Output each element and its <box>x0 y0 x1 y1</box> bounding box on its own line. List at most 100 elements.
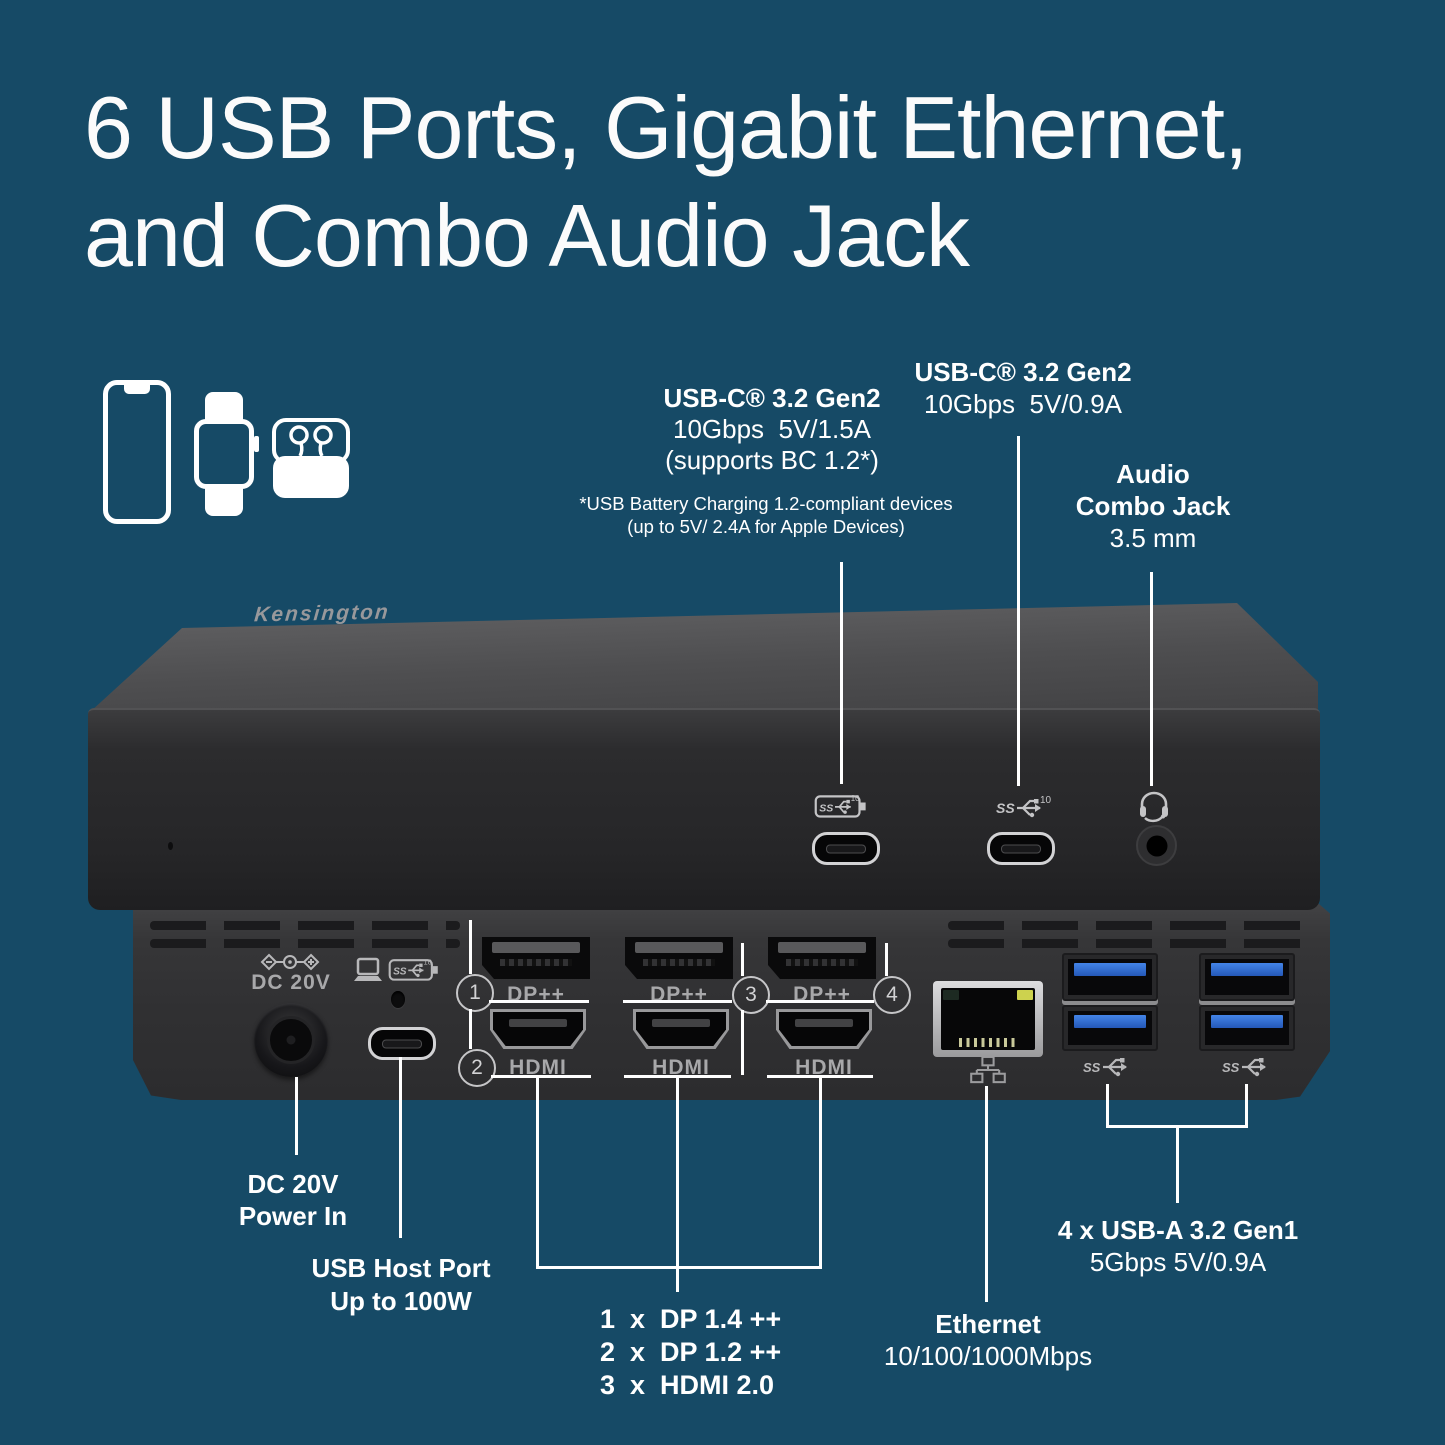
footnote-line2: (up to 5V/ 2.4A for Apple Devices) <box>627 516 905 537</box>
callout-usbc-data: USB-C® 3.2 Gen2 10Gbps 5V/0.9A <box>873 356 1173 420</box>
usb-c-host-port <box>368 1027 436 1060</box>
vent-grille <box>948 939 1310 948</box>
laptop-icon <box>352 957 384 986</box>
usb-c-port-2 <box>987 832 1055 865</box>
usbc-front-heading: USB-C® 3.2 Gen2 <box>663 383 881 413</box>
ethernet-led-right <box>1017 990 1033 1000</box>
ethernet-led-left <box>943 990 959 1000</box>
bracket-usba-left <box>1106 1084 1109 1128</box>
brand-logo: Kensington <box>253 600 391 627</box>
bracket-video-join <box>536 1266 822 1269</box>
ethernet-port <box>933 981 1043 1057</box>
hdmi-label-3: HDMI <box>795 1056 853 1079</box>
bracket-hdmi2 <box>741 1010 744 1075</box>
bracket-dp2 <box>741 943 744 976</box>
callout-video: 1 x DP 1.4 ++ 2 x DP 1.2 ++ 3 x HDMI 2.0 <box>600 1303 820 1402</box>
svg-text:10: 10 <box>851 794 860 803</box>
callout-line-host <box>399 1057 402 1238</box>
host-heading: USB Host Port <box>311 1253 491 1283</box>
vent-grille <box>150 939 460 948</box>
callout-line-ethernet <box>985 1086 988 1302</box>
callout-audio: Audio Combo Jack 3.5 mm <box>1028 458 1278 554</box>
dc-power-port <box>254 1003 328 1077</box>
ethernet-spec: 10/100/1000Mbps <box>883 1341 1093 1371</box>
usb-a-port-4 <box>1199 1005 1295 1051</box>
usba-heading: 4 x USB-A 3.2 Gen1 <box>1057 1215 1299 1245</box>
bracket-drop-2 <box>676 1075 679 1292</box>
callout-line-audio <box>1150 572 1153 786</box>
hdmi-label-1: HDMI <box>509 1056 567 1079</box>
callout-power: DC 20V Power In <box>193 1168 393 1232</box>
power-led <box>168 842 173 850</box>
bracket-usba-drop <box>1176 1125 1179 1203</box>
dc-polarity-icon <box>258 951 324 973</box>
callout-usbc-front: USB-C® 3.2 Gen2 10Gbps 5V/1.5A (supports… <box>622 383 922 476</box>
svg-text:SS: SS <box>996 800 1015 816</box>
callout-host: USB Host Port Up to 100W <box>276 1252 526 1318</box>
bracket-dp2-under <box>623 1000 732 1003</box>
usb-a-port-3 <box>1199 953 1295 1001</box>
displayport-2 <box>625 937 733 979</box>
port-number-1: 1 <box>456 974 494 1012</box>
bracket-dp3-under <box>766 1000 874 1003</box>
smartwatch-icon <box>193 392 259 516</box>
svg-text:SS: SS <box>1083 1060 1101 1075</box>
audio-heading2: Combo Jack <box>1075 491 1231 521</box>
vent-grille <box>948 921 1310 930</box>
headset-icon <box>1136 788 1172 824</box>
dp-label-3: DP++ <box>793 983 851 1006</box>
audio-heading1: Audio <box>1116 459 1190 489</box>
callout-line-dc <box>295 1077 298 1155</box>
dp-label-2: DP++ <box>650 983 708 1006</box>
hdmi-port-2 <box>633 1009 729 1049</box>
bracket-drop-1 <box>536 1075 539 1269</box>
network-icon <box>968 1056 1008 1084</box>
ss-glyph: SS <box>393 967 407 978</box>
usbc-data-heading: USB-C® 3.2 Gen2 <box>914 357 1132 387</box>
smartphone-icon <box>103 380 171 524</box>
power-sub: Power In <box>238 1201 348 1231</box>
callout-usba: 4 x USB-A 3.2 Gen1 5Gbps 5V/0.9A <box>1028 1214 1328 1278</box>
usb-ss10-icon-front: SS 10 <box>995 793 1051 821</box>
port-number-2: 2 <box>458 1049 496 1087</box>
usb-a-port-1 <box>1062 953 1158 1001</box>
svg-text:SS: SS <box>1222 1060 1240 1075</box>
usb-ss-icon-left: SS <box>1082 1054 1134 1080</box>
port-number-4: 4 <box>873 976 911 1014</box>
vent-grille <box>150 921 460 930</box>
bracket-hdmi1-under <box>491 1075 591 1078</box>
reset-pinhole <box>391 991 405 1008</box>
video-line1: 1 x DP 1.4 ++ <box>600 1304 782 1334</box>
svg-text:SS: SS <box>819 802 833 814</box>
callout-line-usbc1 <box>840 562 843 784</box>
dp-label-1: DP++ <box>507 983 565 1006</box>
video-line2: 2 x DP 1.2 ++ <box>600 1337 782 1367</box>
usbc-front-spec: 10Gbps 5V/1.5A <box>672 414 872 444</box>
usb-ss-icon-right: SS <box>1221 1054 1273 1080</box>
usb-c-port-1 <box>812 832 880 865</box>
dock-front-view <box>88 708 1320 910</box>
callout-ethernet: Ethernet 10/100/1000Mbps <box>863 1308 1113 1372</box>
callout-line-usbc2 <box>1017 436 1020 786</box>
usb-ss10-battery-icon-front: SS 10 <box>814 790 870 822</box>
bracket-dp3 <box>885 943 888 976</box>
usb-a-port-2 <box>1062 1005 1158 1051</box>
bracket-usba-right <box>1245 1084 1248 1128</box>
usbc-front-note: (supports BC 1.2*) <box>665 445 879 475</box>
svg-text:10: 10 <box>1040 795 1051 806</box>
audio-spec: 3.5 mm <box>1109 523 1197 553</box>
ethernet-heading: Ethernet <box>935 1309 1041 1339</box>
bracket-hdmi1 <box>469 1009 472 1049</box>
power-heading: DC 20V <box>247 1169 339 1199</box>
port-number-3: 3 <box>732 976 770 1014</box>
page-title: 6 USB Ports, Gigabit Ethernet, and Combo… <box>84 74 1248 290</box>
title-line1: 6 USB Ports, Gigabit Ethernet, <box>84 78 1248 177</box>
bracket-dp1-under <box>489 1000 589 1003</box>
hdmi-port-3 <box>776 1009 872 1049</box>
video-line3: 3 x HDMI 2.0 <box>600 1370 775 1400</box>
usb-ss10-battery-icon: SS 10 <box>388 954 442 985</box>
phone-notch <box>124 385 150 394</box>
bracket-dp1 <box>469 920 472 974</box>
displayport-3 <box>768 937 876 979</box>
